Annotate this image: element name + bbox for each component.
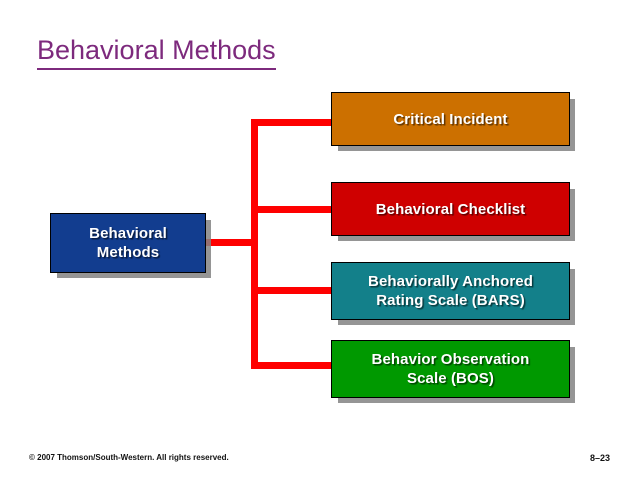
connector-branch-bars — [251, 287, 335, 294]
node-bars-label-line1: Behaviorally Anchored — [368, 273, 533, 290]
node-behavioral-methods[interactable]: Behavioral Methods — [50, 213, 206, 273]
node-root-label-line1: Behavioral — [89, 225, 167, 242]
connector-branch-bos — [251, 362, 335, 369]
connector-trunk-vertical — [251, 119, 258, 369]
node-behavioral-checklist-label-line1: Behavioral Checklist — [375, 200, 526, 218]
node-bos-label-line2: Scale (BOS) — [407, 370, 494, 387]
connector-branch-critical — [251, 119, 335, 126]
node-bars[interactable]: Behaviorally Anchored Rating Scale (BARS… — [331, 262, 570, 320]
connector-stem-root — [204, 239, 258, 246]
node-critical-incident[interactable]: Critical Incident — [331, 92, 570, 146]
node-bos[interactable]: Behavior Observation Scale (BOS) — [331, 340, 570, 398]
node-root-label-line2: Methods — [96, 244, 160, 261]
footer-copyright: © 2007 Thomson/South-Western. All rights… — [29, 453, 229, 462]
node-behavioral-checklist[interactable]: Behavioral Checklist — [331, 182, 570, 236]
footer-page-number: 8–23 — [589, 453, 610, 463]
connector-branch-checklist — [251, 206, 335, 213]
node-critical-incident-label-line1: Critical Incident — [393, 110, 508, 128]
node-bos-label-line1: Behavior Observation — [371, 351, 530, 368]
page-title: Behavioral Methods — [37, 33, 276, 70]
node-bars-label-line2: Rating Scale (BARS) — [376, 292, 525, 309]
footer-divider — [0, 440, 638, 441]
